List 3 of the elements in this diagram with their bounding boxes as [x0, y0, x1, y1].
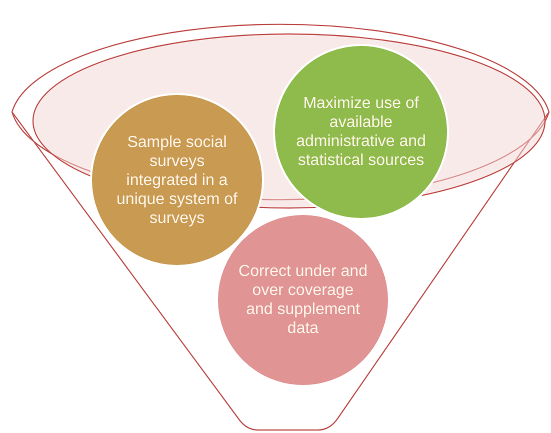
node-text: Maximize use of available administrative and statistical sources — [295, 94, 427, 170]
node-text: Correct under and over coverage and supplement data — [238, 262, 368, 338]
node-text: Sample social surveys integrated in a unique system of surveys — [116, 132, 238, 228]
